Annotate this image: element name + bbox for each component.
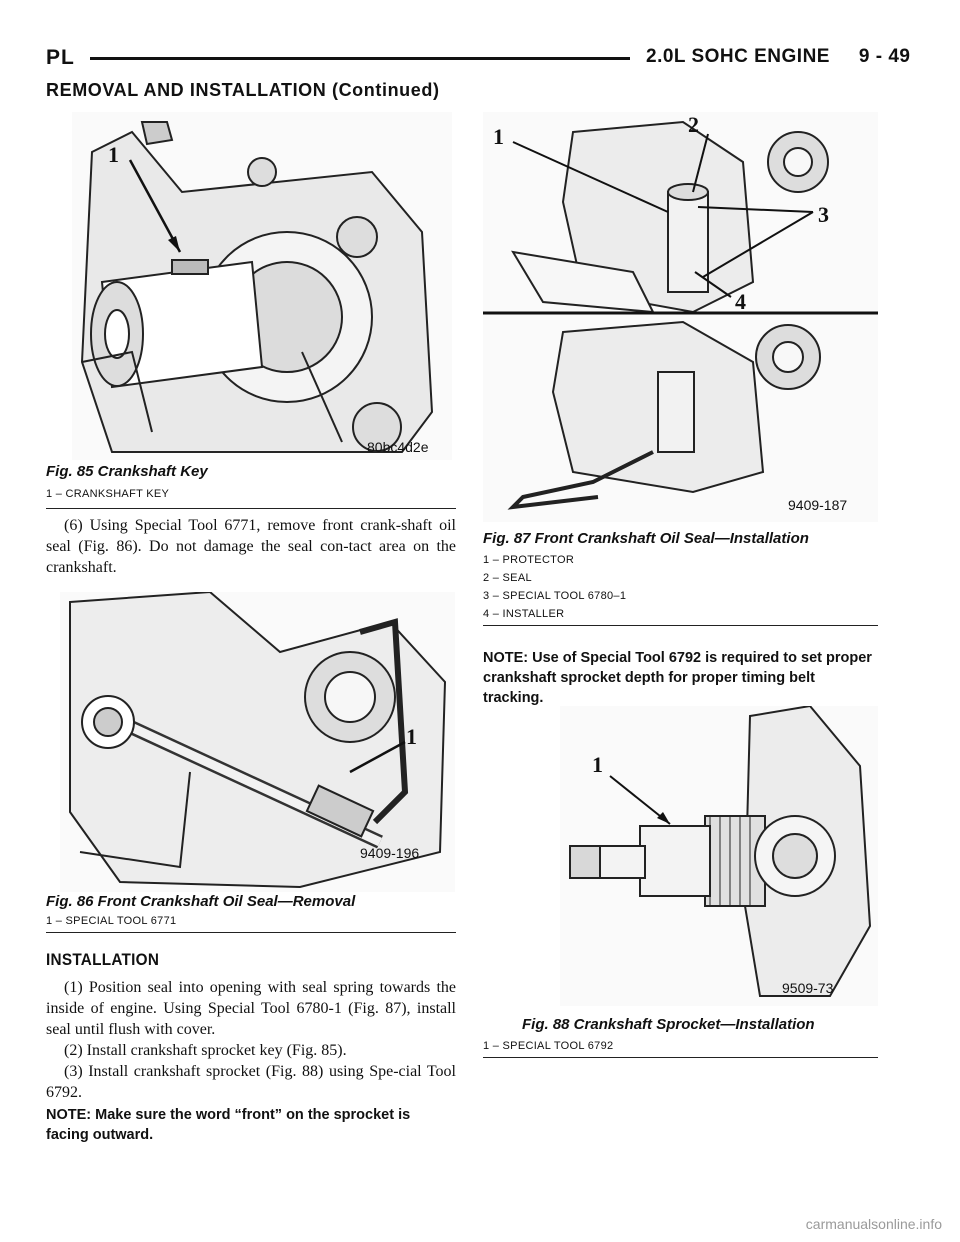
fig85-callout-1: 1 xyxy=(108,142,119,167)
installation-step-2: (2) Install crankshaft sprocket key (Fig… xyxy=(64,1042,347,1059)
fig85-rule xyxy=(46,508,456,509)
section-title: REMOVAL AND INSTALLATION (Continued) xyxy=(46,80,440,100)
fig86-legend-1: 1 – SPECIAL TOOL 6771 xyxy=(46,915,177,927)
header-rule xyxy=(90,57,630,60)
installation-heading: INSTALLATION xyxy=(46,950,160,969)
fig88-rule xyxy=(483,1057,878,1058)
fig87-callout-1: 1 xyxy=(493,124,504,149)
fig86-rule xyxy=(46,932,456,933)
fig88-legend-1: 1 – SPECIAL TOOL 6792 xyxy=(483,1040,614,1052)
fig87-legend-1: 1 – PROTECTOR xyxy=(483,554,575,566)
fig87-illustration: 1 2 3 4 9409-187 xyxy=(483,112,878,522)
fig87-legend-4: 4 – INSTALLER xyxy=(483,608,565,620)
fig87-image-code: 9409-187 xyxy=(788,497,847,513)
fig87-rule xyxy=(483,625,878,626)
fig86-callout-1: 1 xyxy=(406,724,417,749)
fig86-caption: Fig. 86 Front Crankshaft Oil Seal—Remova… xyxy=(46,893,356,910)
fig88-image-code: 9509-73 xyxy=(782,980,834,996)
fig86-image-code: 9409-196 xyxy=(360,845,419,861)
note-special-tool-6792: NOTE: Use of Special Tool 6792 is requir… xyxy=(483,650,872,706)
header-page-ref: 2.0L SOHC ENGINE 9 - 49 xyxy=(646,46,911,67)
fig88-caption: Fig. 88 Crankshaft Sprocket—Installation xyxy=(522,1016,815,1033)
installation-note: NOTE: Make sure the word “front” on the … xyxy=(46,1107,411,1143)
fig87-legend-3: 3 – SPECIAL TOOL 6780–1 xyxy=(483,590,627,602)
fig88-illustration: 1 9509-73 xyxy=(560,706,878,1006)
removal-step-6: (6) Using Special Tool 6771, remove fron… xyxy=(46,517,456,576)
fig85-image-code: 80bc4d2e xyxy=(367,439,429,455)
installation-step-3: (3) Install crankshaft sprocket (Fig. 88… xyxy=(46,1063,456,1101)
fig87-callout-3: 3 xyxy=(818,202,829,227)
fig85-legend-1: 1 – CRANKSHAFT KEY xyxy=(46,488,170,500)
fig87-legend-2: 2 – SEAL xyxy=(483,572,532,584)
watermark: carmanualsonline.info xyxy=(805,1216,942,1232)
fig87-callout-4: 4 xyxy=(735,289,746,314)
installation-step-1: (1) Position seal into opening with seal… xyxy=(46,979,456,1038)
header-section-code: PL xyxy=(46,46,75,69)
fig87-callout-2: 2 xyxy=(688,112,699,137)
fig85-illustration: 1 80bc4d2e xyxy=(72,112,452,460)
fig86-illustration: 1 9409-196 xyxy=(60,592,455,892)
fig87-caption: Fig. 87 Front Crankshaft Oil Seal—Instal… xyxy=(483,530,809,547)
fig88-callout-1: 1 xyxy=(592,752,603,777)
fig85-caption: Fig. 85 Crankshaft Key xyxy=(46,463,208,480)
